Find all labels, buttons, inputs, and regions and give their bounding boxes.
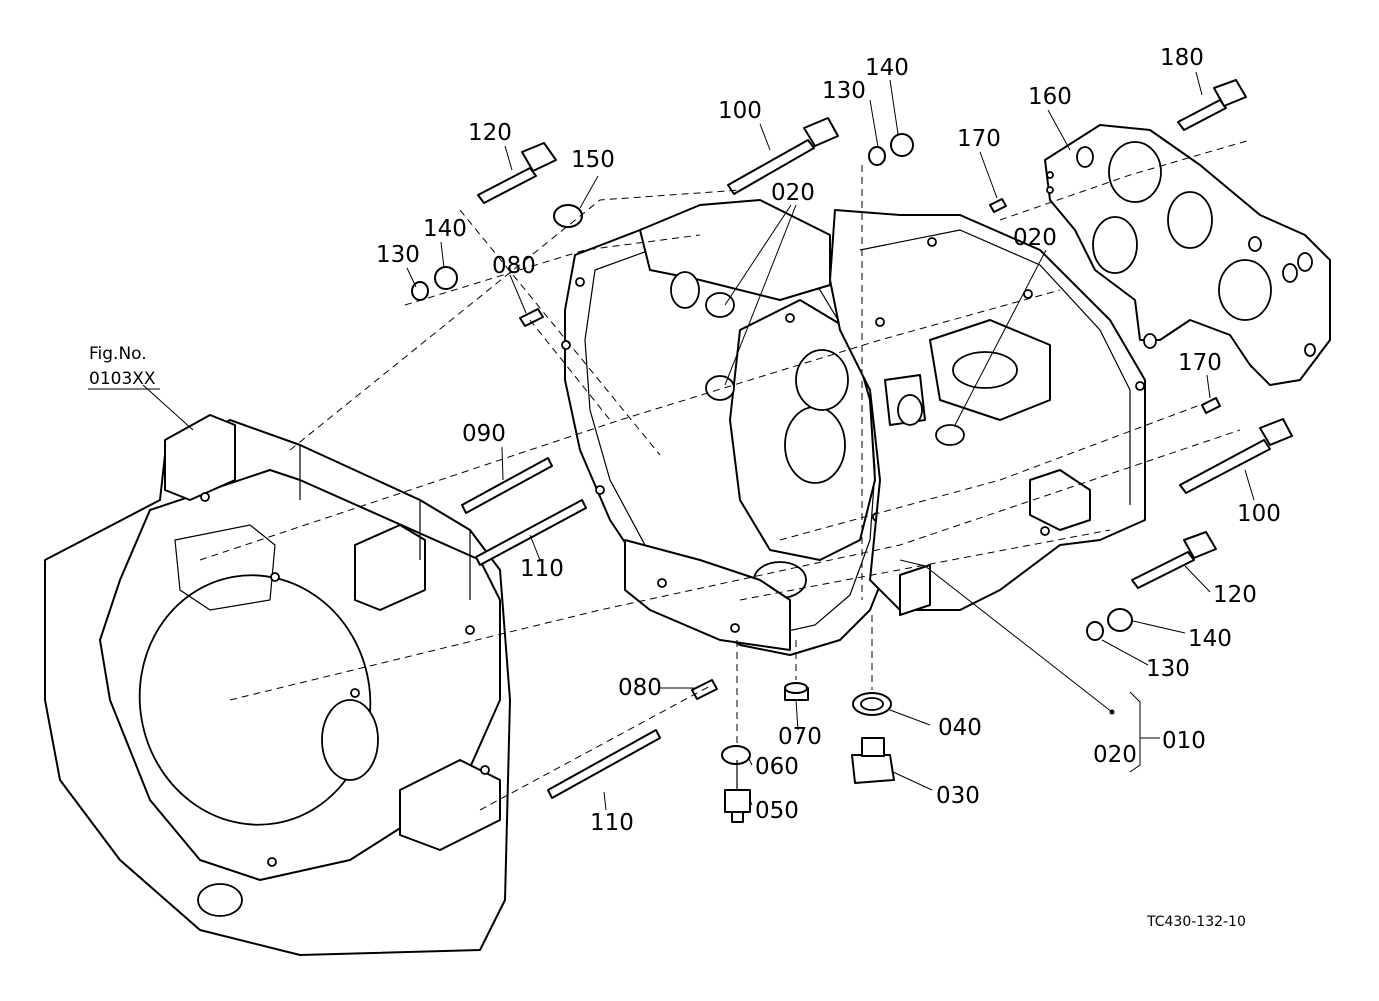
callout-130-top: 130 [822, 78, 866, 104]
part-callouts: 010 020 020 020 030 040 050 060 070 080 … [376, 45, 1281, 836]
callout-040: 040 [938, 715, 982, 741]
callout-150: 150 [571, 147, 615, 173]
figure-reference: Fig.No. 0103XX [88, 344, 160, 390]
drawing-code: TC430-132-10 [1146, 914, 1246, 930]
callout-020-top: 020 [771, 180, 815, 206]
callout-020-right: 020 [1013, 225, 1057, 251]
callout-180: 180 [1160, 45, 1204, 71]
callout-130-left: 130 [376, 242, 420, 268]
callout-140-right: 140 [1188, 626, 1232, 652]
callout-080-bottom: 080 [618, 675, 662, 701]
callout-070: 070 [778, 724, 822, 750]
callout-020-assembly: 020 [1093, 742, 1137, 768]
callout-090: 090 [462, 421, 506, 447]
alignment-lines [199, 139, 1251, 811]
callout-140-left: 140 [423, 216, 467, 242]
callout-100-top: 100 [718, 98, 762, 124]
callout-060: 060 [755, 754, 799, 780]
callout-170-top: 170 [957, 126, 1001, 152]
callout-110-lower: 110 [590, 810, 634, 836]
callout-050: 050 [755, 798, 799, 824]
transmission-case [829, 209, 1146, 616]
loose-fasteners [411, 79, 1293, 823]
callout-160: 160 [1028, 84, 1072, 110]
callout-120-right: 120 [1213, 582, 1257, 608]
callout-100-right: 100 [1237, 501, 1281, 527]
callout-140-top: 140 [865, 55, 909, 81]
figure-ref-number: 0103XX [89, 369, 156, 389]
clutch-housing [561, 199, 896, 656]
callout-130-right: 130 [1146, 656, 1190, 682]
callout-030: 030 [936, 783, 980, 809]
figure-ref-label: Fig.No. [89, 344, 147, 364]
leader-lines [142, 71, 1255, 811]
callout-110-upper: 110 [520, 556, 564, 582]
callout-080-top: 080 [492, 253, 536, 279]
bearing-plate-160 [1044, 124, 1331, 386]
callout-120-top: 120 [468, 120, 512, 146]
callout-010: 010 [1162, 728, 1206, 754]
callout-170-right: 170 [1178, 350, 1222, 376]
reference-housing [44, 414, 511, 956]
